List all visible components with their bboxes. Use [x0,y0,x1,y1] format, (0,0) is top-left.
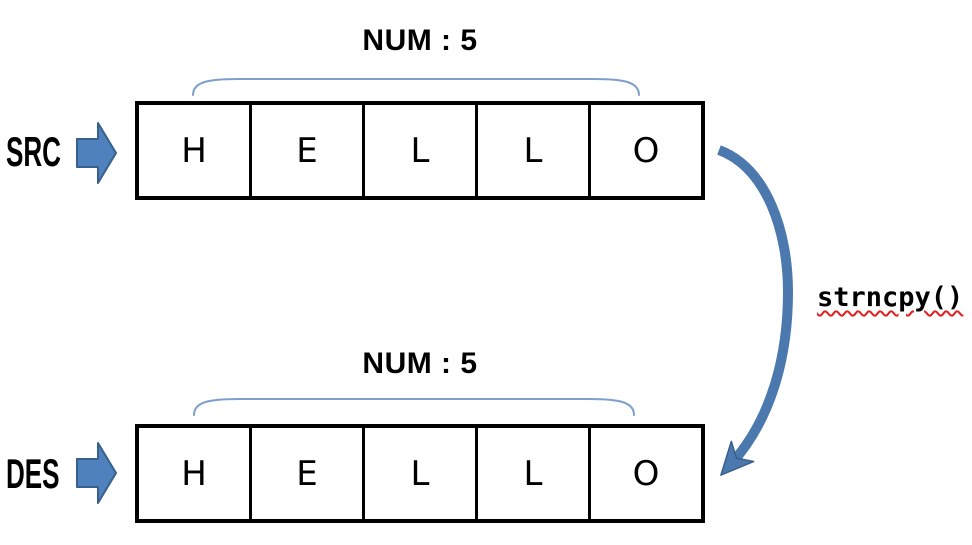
des-cell-3: L [475,428,588,519]
src-cell-2: L [362,105,475,196]
src-pointer-arrow-icon [76,122,117,184]
src-cell-3: L [475,105,588,196]
src-num-label: NUM : 5 [362,24,478,57]
des-num-brace-icon [193,398,635,416]
src-array: H E L L O [135,101,705,200]
strncpy-copy-arrow-icon [717,145,794,476]
src-cell-1: E [249,105,362,196]
des-cell-1: E [249,428,362,519]
des-cell-0: H [181,453,207,494]
des-cell-4: O [588,428,701,519]
function-name-label: strncpy() [817,282,964,313]
src-label: SRC [6,128,61,175]
src-num-brace-icon [192,78,640,96]
des-array: H E L L O [135,424,705,523]
des-label: DES [6,450,60,497]
src-cell-0: H [181,130,207,171]
des-pointer-arrow-icon [76,442,117,504]
src-cell-4: O [588,105,701,196]
des-num-label: NUM : 5 [362,347,478,380]
des-cell-2: L [362,428,475,519]
